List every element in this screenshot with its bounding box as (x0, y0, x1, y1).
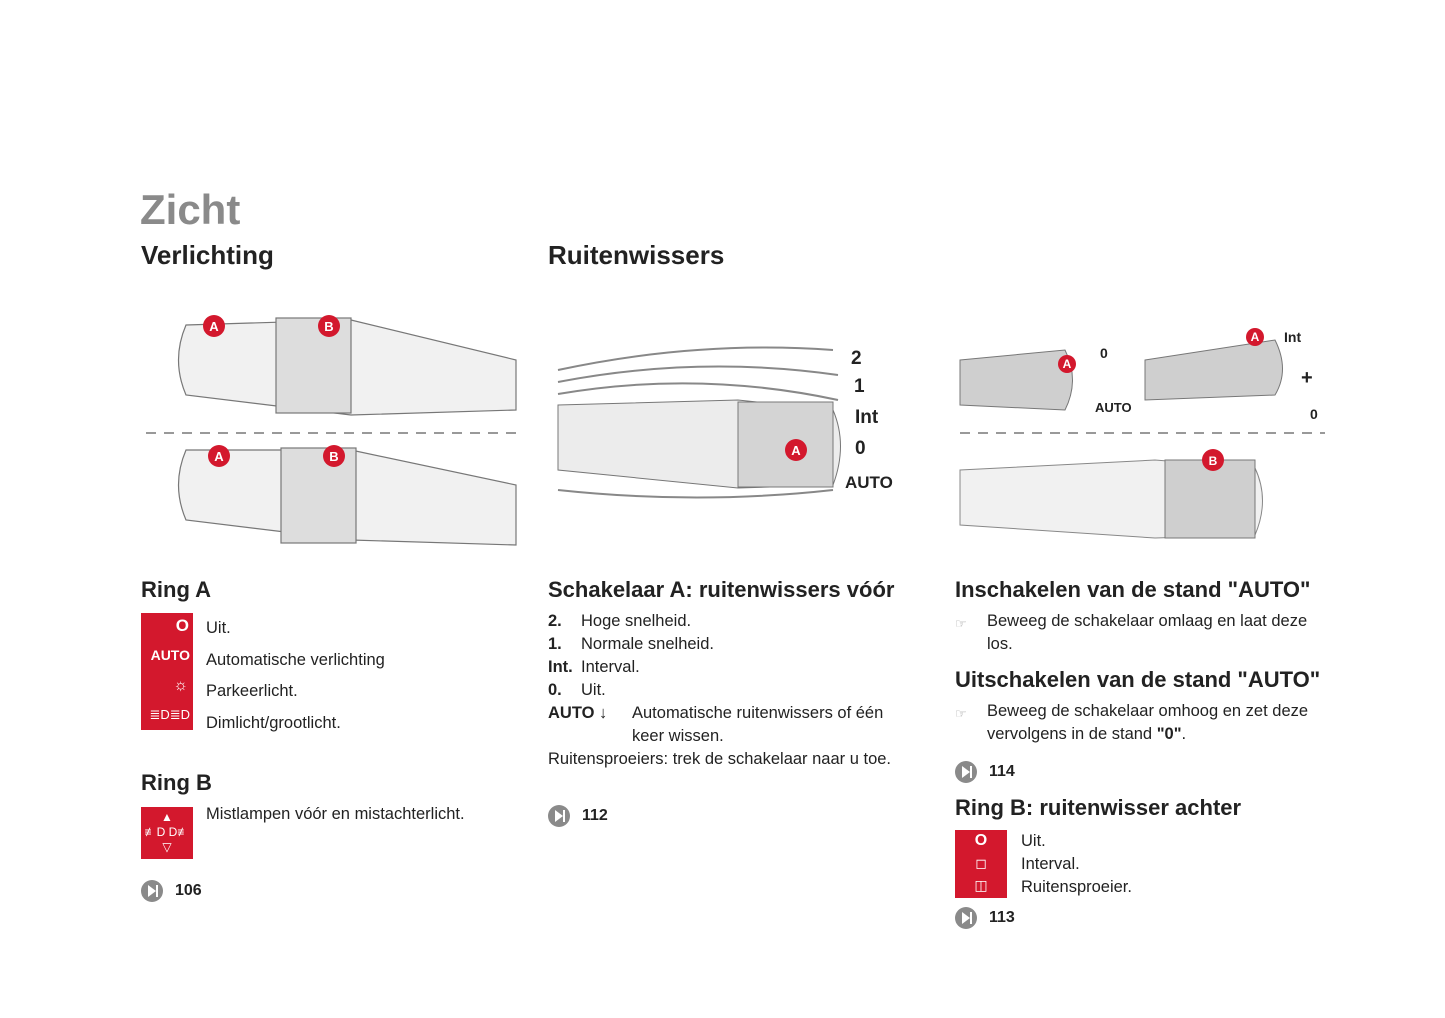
front-wiper-stalk-illustration: A 2 1 Int 0 AUTO (557, 346, 893, 499)
ring-a-item: Dimlicht/grootlicht. (206, 713, 341, 732)
page-ref-113[interactable]: 113 (955, 907, 1015, 929)
rear-wiper-interval-icon: ◻ (975, 855, 987, 871)
page-ref-icon (141, 880, 163, 902)
text-part: . (1181, 725, 1187, 743)
dipped-main-beam-icon: ≣D≣D (149, 707, 190, 722)
rear-wiper-symbols: O ◻ ◫ (955, 830, 1007, 898)
item-key: Int. (548, 658, 573, 676)
pos-int-label: Int (1284, 329, 1301, 345)
page-title: Zicht (140, 186, 241, 233)
auto-off-instruction: ☞ Beweeg de schakelaar omhoog en zet deze… (955, 700, 1315, 746)
item-text: Uit. (581, 681, 606, 699)
pos-int-label: Int (855, 407, 879, 428)
parking-light-icon: ☼ (173, 677, 188, 694)
instruction-text: Beweeg de schakelaar omlaag en laat deze… (987, 612, 1308, 653)
page-ref-icon (955, 761, 977, 783)
text-bold: "0" (1156, 725, 1182, 743)
ring-a-symbols: O AUTO ☼ ≣D≣D (141, 613, 193, 730)
rear-wiper-heading: Ring B: ruitenwisser achter (955, 795, 1242, 820)
ring-a-item: Automatische verlichting (206, 650, 385, 669)
page-ref-number: 113 (989, 909, 1015, 926)
label-a: A (214, 449, 224, 464)
ring-b-heading: Ring B (141, 770, 212, 795)
pos-1-label: 1 (854, 376, 865, 397)
pos-2-label: 2 (851, 348, 862, 369)
off-symbol: O (175, 616, 189, 635)
off-symbol: O (974, 832, 988, 849)
page-ref-number: 112 (582, 807, 608, 824)
rear-wiper-item: Ruitensproeier. (1021, 878, 1132, 896)
label-b: B (324, 319, 333, 334)
pos-0-label: 0 (855, 438, 866, 459)
item-key: 2. (548, 612, 562, 630)
switch-a-heading: Schakelaar A: ruitenwissers vóór (548, 577, 895, 602)
ring-a-item: Uit. (206, 619, 231, 637)
rear-wiper-item: Interval. (1021, 855, 1080, 873)
fog-lights-icon: ▲≢D D≢▽ (141, 807, 193, 859)
page-ref-icon (955, 907, 977, 929)
plus-label: + (1301, 367, 1313, 389)
auto-off-heading: Uitschakelen van de stand "AUTO" (955, 667, 1321, 692)
label-a: A (791, 443, 801, 458)
lighting-stalk-illustration: A B A B (146, 315, 517, 546)
page-ref-icon (548, 805, 570, 827)
label-b: B (329, 449, 338, 464)
pos-0-label: 0 (1310, 406, 1318, 422)
item-text: Interval. (581, 658, 640, 676)
ring-a-item: Parkeerlicht. (206, 682, 298, 700)
washer-text: Ruitensproeiers: trek de schakelaar naar… (548, 750, 892, 768)
rear-wiper-list: Uit. Interval. Ruitensproeier. (1021, 830, 1132, 899)
auto-and-rear-wiper-illustration: A A B 0 AUTO Int + 0 (959, 328, 1325, 539)
rear-washer-icon: ◫ (974, 877, 988, 893)
label-a: A (209, 319, 219, 334)
pos-auto-label: AUTO (845, 473, 893, 492)
pos-0-label: 0 (1100, 345, 1108, 361)
page-ref-number: 114 (989, 763, 1015, 780)
text-part: Beweeg de schakelaar omhoog en zet deze … (987, 702, 1309, 743)
label-a: A (1251, 330, 1260, 344)
page-ref-114[interactable]: 114 (955, 761, 1015, 783)
item-key: AUTO ↓ (548, 704, 608, 722)
item-text: Normale snelheid. (581, 635, 714, 653)
auto-on-heading: Inschakelen van de stand "AUTO" (955, 577, 1311, 602)
instruction-text: Beweeg de schakelaar omhoog en zet deze … (987, 700, 1315, 746)
wipers-heading: Ruitenwissers (548, 240, 725, 270)
ring-b-item: Mistlampen vóór en mistachterlicht. (206, 805, 465, 823)
item-text: Hoge snelheid. (581, 612, 692, 630)
hand-pointer-icon: ☞ (955, 616, 967, 631)
auto-on-instruction: ☞ Beweeg de schakelaar omlaag en laat dez… (955, 610, 1335, 656)
page-ref-number: 106 (175, 882, 202, 899)
switch-a-list: 2. Hoge snelheid. 1. Normale snelheid. Int… (548, 610, 928, 771)
item-key: 0. (548, 681, 562, 699)
ring-a-list: Uit. Automatische verlichting Parkeerlic… (206, 613, 385, 739)
item-key: 1. (548, 635, 562, 653)
label-b: B (1209, 454, 1218, 468)
auto-symbol: AUTO (150, 647, 190, 663)
label-a: A (1063, 357, 1072, 371)
rear-wiper-item: Uit. (1021, 832, 1046, 850)
hand-pointer-icon: ☞ (955, 706, 967, 721)
pos-auto-label: AUTO (1095, 400, 1132, 415)
page-ref-106[interactable]: 106 (141, 880, 202, 902)
ring-a-heading: Ring A (141, 577, 212, 602)
item-text: Automatische ruitenwissers of één keer w… (632, 704, 884, 745)
lighting-heading: Verlichting (141, 240, 274, 270)
page-ref-112[interactable]: 112 (548, 805, 608, 827)
